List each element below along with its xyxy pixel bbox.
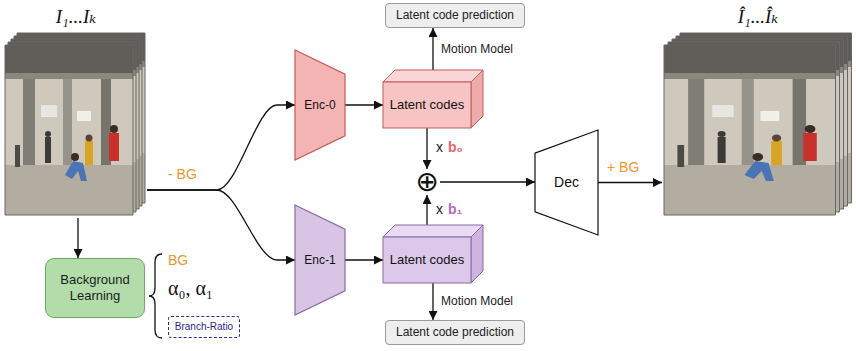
encoder-trapezoid: Enc-0	[295, 50, 345, 160]
trapezoid-shape	[295, 205, 345, 315]
node-text: Dec	[554, 174, 579, 191]
node-text: ⊕	[415, 169, 438, 195]
cuboid-top	[383, 225, 483, 237]
annotation-label: x	[436, 139, 443, 156]
cuboid-front	[383, 237, 471, 283]
node-text: Latent codes	[390, 252, 464, 268]
frame-sequence-label: Î₁...Îₖ	[738, 6, 778, 29]
node-text: Branch-Ratio	[175, 321, 233, 333]
arrow-connector	[147, 190, 295, 260]
node-text: Latent code prediction	[396, 325, 514, 339]
branch-weight: b₁	[448, 201, 462, 218]
branch-weight: b₀	[448, 139, 463, 156]
video-frame	[5, 45, 133, 215]
frame-sequence-label: I₁...Iₖ	[56, 6, 96, 29]
connector-group	[78, 28, 662, 320]
latent-cuboid: Latent codes	[383, 70, 483, 128]
prediction-box: Latent code prediction	[385, 3, 525, 28]
arrow-connector	[77, 218, 78, 258]
annotation-label: + BG	[607, 159, 639, 176]
arrow-connector	[432, 28, 433, 70]
annotation-label: x	[436, 201, 443, 218]
edge-label: Motion Model	[441, 294, 513, 308]
cuboid-top	[383, 70, 483, 82]
input-frames: I₁...Iₖ	[5, 6, 147, 218]
input-frame-stack	[5, 33, 145, 215]
prediction-box: Latent code prediction	[385, 320, 525, 345]
node-text: Enc-1	[304, 253, 335, 267]
sum-symbol: ⊕	[414, 169, 440, 195]
arrow-connector	[147, 105, 295, 190]
cuboid-side	[471, 70, 483, 128]
arrow-connector	[426, 195, 427, 225]
dashed-box: Branch-Ratio	[168, 316, 240, 338]
output-frame-stack	[664, 33, 852, 215]
node-text: Enc-0	[304, 98, 335, 112]
node-text: Latent codes	[390, 97, 464, 113]
annotation-label: - BG	[168, 166, 197, 183]
annotation-label: BG	[168, 252, 188, 269]
arrow-connector	[426, 128, 427, 169]
decoder-trapezoid: Dec	[535, 130, 598, 235]
trapezoid-shape	[295, 50, 345, 160]
encoder-trapezoid: Enc-1	[295, 205, 345, 315]
arrow-connector	[432, 283, 433, 320]
output-frames: Î₁...Îₖ	[662, 6, 854, 218]
process-box: Background Learning	[45, 258, 145, 318]
arrow-connector	[440, 181, 535, 182]
arrow-connector	[345, 259, 383, 260]
cuboid-side	[471, 225, 483, 283]
trapezoid-shape	[535, 130, 598, 235]
video-frame	[664, 45, 836, 215]
arrow-connector	[598, 182, 662, 183]
curly-brace	[149, 254, 162, 338]
parameter-label: α₀, α₁	[168, 276, 213, 300]
latent-cuboid: Latent codes	[383, 225, 483, 283]
node-text: Background Learning	[52, 272, 138, 303]
cuboid-front	[383, 82, 471, 128]
arrow-connector	[345, 104, 383, 105]
node-text: Latent code prediction	[396, 8, 514, 22]
edge-label: Motion Model	[441, 42, 513, 56]
